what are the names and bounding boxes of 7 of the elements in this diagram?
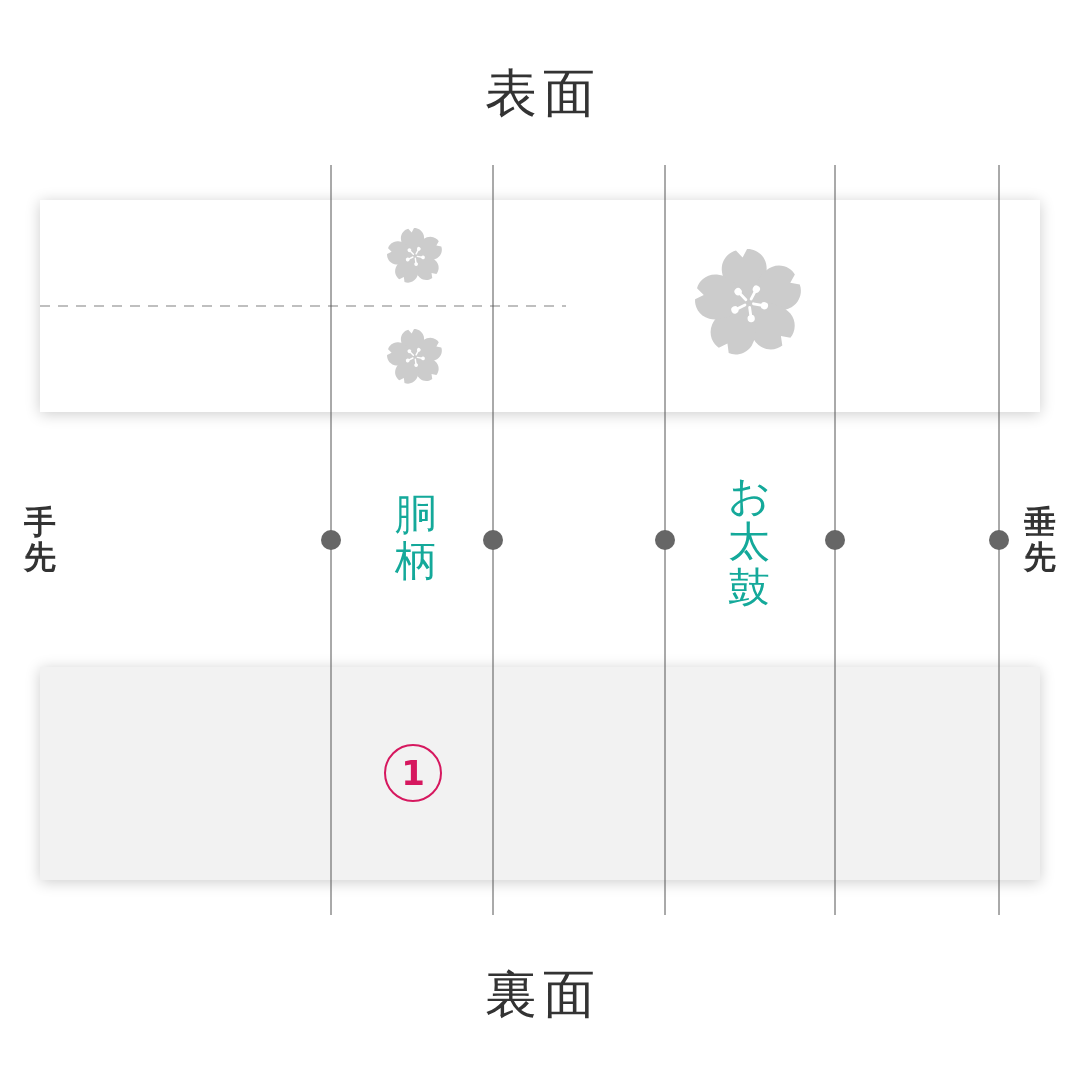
callout-number: 1 <box>384 744 442 802</box>
end-label: 手先 <box>24 504 56 576</box>
panel-heading: 表面 <box>484 67 601 119</box>
section-label: 胴柄 <box>395 491 437 585</box>
end-label: 垂先 <box>1024 504 1056 576</box>
panel-heading: 裏面 <box>484 968 601 1020</box>
section-label: お太鼓 <box>728 472 770 612</box>
